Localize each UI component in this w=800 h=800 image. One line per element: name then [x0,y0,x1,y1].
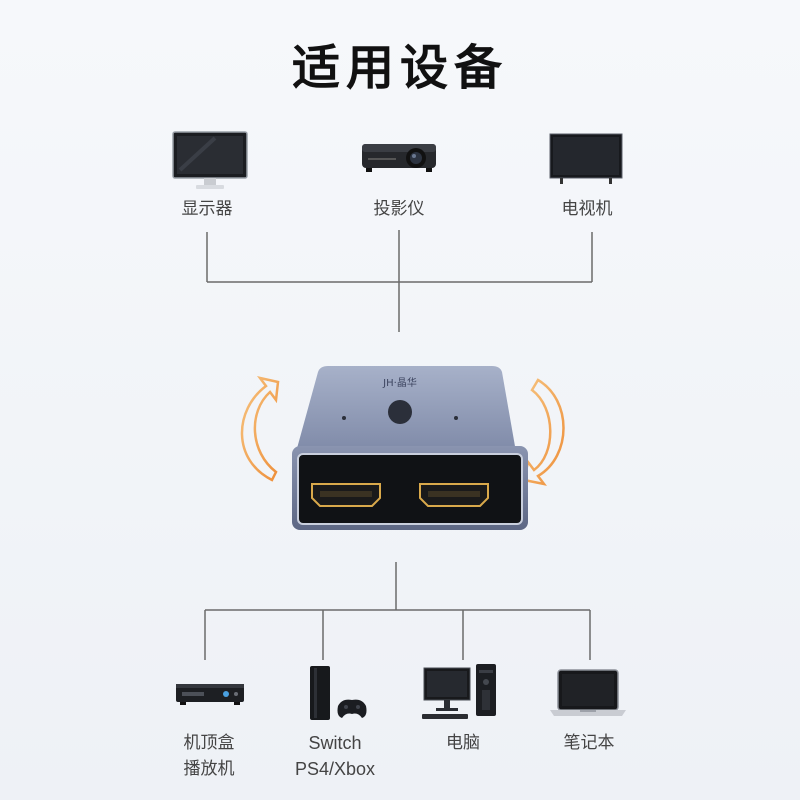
top-device-label-projector: 投影仪 [373,199,425,219]
hdmi-switch-icon: JH·晶华 [240,366,565,530]
bottom-device-label-computer: 电脑 [446,733,480,753]
left-arrow-icon [240,376,280,482]
laptop-icon [550,669,626,716]
set-top-box-icon [176,684,244,705]
projector-icon [362,144,436,172]
desktop-computer-icon [422,664,496,719]
right-arrow-icon [522,378,565,486]
bottom-device-label-console-line2: PS4/Xbox [294,759,376,779]
page-title: 适用设备 [291,40,508,96]
tv-icon [549,133,623,184]
bottom-device-label-settop-line1: 机顶盒 [183,733,235,753]
bottom-device-label-settop-line2: 播放机 [183,759,235,779]
hdmi-port-icon [311,483,381,507]
monitor-icon [172,131,248,189]
top-device-label-monitor: 显示器 [181,199,233,219]
bottom-device-label-laptop: 笔记本 [563,733,615,753]
top-device-label-tv: 电视机 [561,199,613,219]
hdmi-port-icon [419,483,489,507]
bottom-device-label-console-line1: Switch [308,733,362,753]
brand-label: JH·晶华 [382,376,417,389]
game-console-icon [310,666,367,720]
